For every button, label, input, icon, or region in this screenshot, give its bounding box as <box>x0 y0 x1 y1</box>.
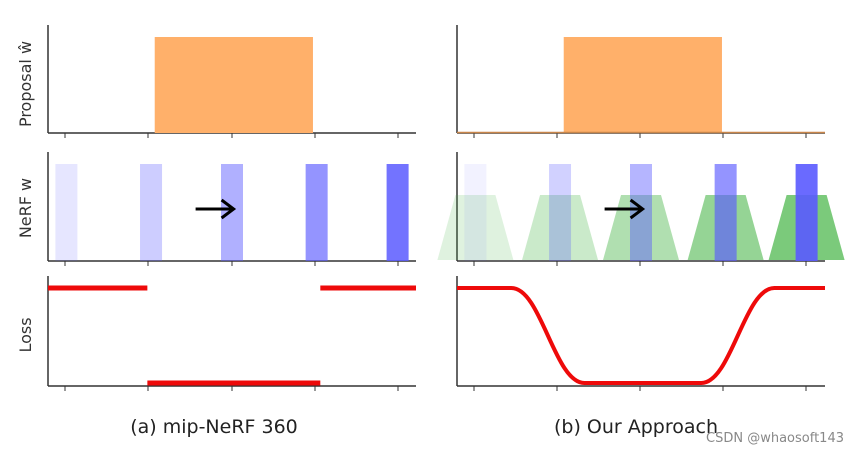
proposal-ylabel: Proposal ŵ <box>16 41 35 127</box>
panel-our-approach <box>437 25 845 391</box>
nerf-bin-0 <box>55 164 78 261</box>
trapezoid-1 <box>522 195 599 260</box>
nerf-bin-0 <box>464 164 487 261</box>
nerf-bin-4 <box>795 164 818 261</box>
trapezoid-0 <box>437 195 514 260</box>
nerf-ylabel: NeRF w <box>16 178 35 238</box>
nerf-bin-4 <box>386 164 409 261</box>
nerf-bin-3 <box>714 164 737 261</box>
caption-right: (b) Our Approach <box>554 416 718 438</box>
nerf-bin-2 <box>221 164 243 261</box>
caption-left: (a) mip-NeRF 360 <box>130 416 298 438</box>
nerf-bin-1 <box>549 164 572 261</box>
panel-mip-nerf-360 <box>47 25 416 391</box>
proposal-bar <box>563 37 722 133</box>
watermark: CSDN @whaosoft143 <box>706 431 844 446</box>
right-arrow-head-icon <box>220 198 237 220</box>
nerf-bin-3 <box>305 164 328 261</box>
trapezoid-2 <box>603 195 679 260</box>
nerf-bin-1 <box>140 164 163 261</box>
loss-curve <box>457 286 825 385</box>
nerf-bin-2 <box>630 164 652 261</box>
right-arrow-head-icon <box>629 198 646 220</box>
loss-ylabel: Loss <box>16 317 35 352</box>
proposal-bar <box>154 37 313 133</box>
